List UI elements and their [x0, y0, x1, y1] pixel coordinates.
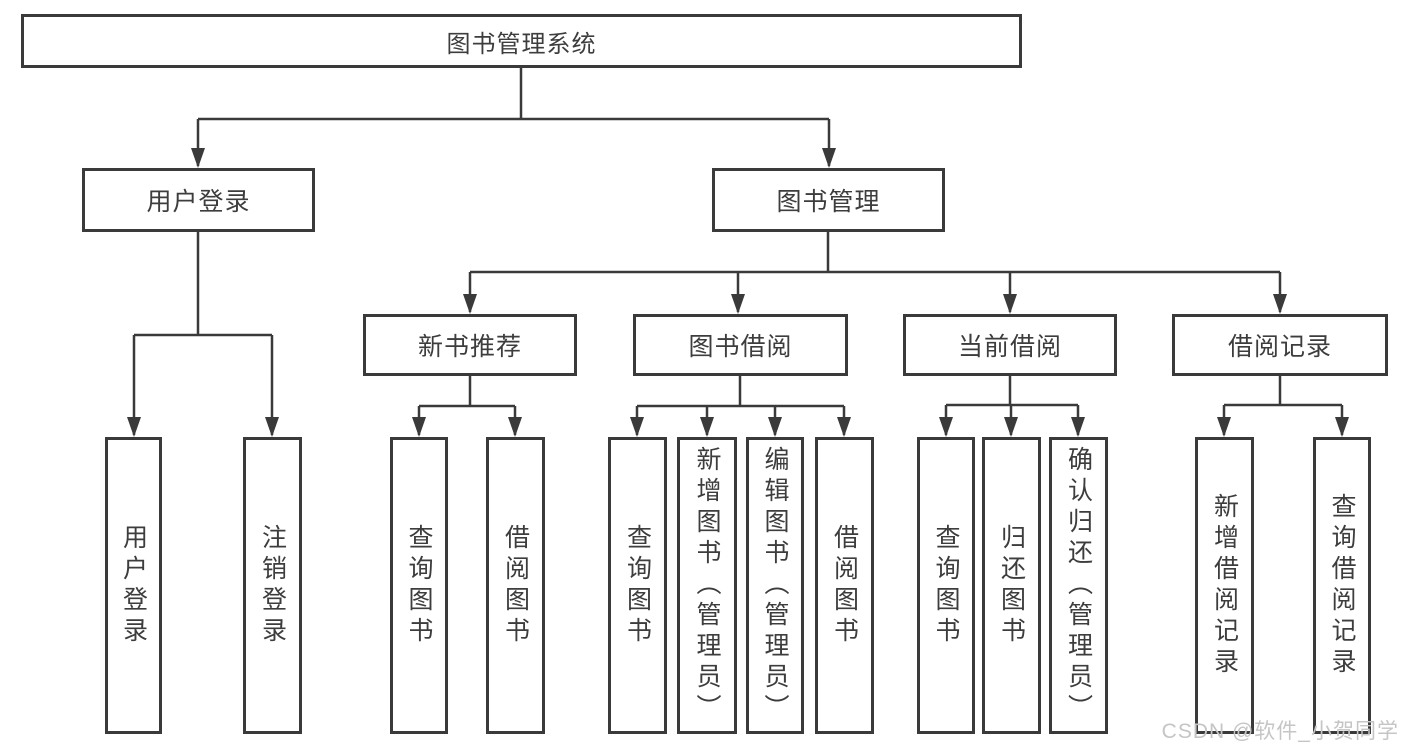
leaf-add-book-admin-label: 新增图书（管理员）	[693, 446, 721, 725]
node-borrow-records: 借阅记录	[1172, 314, 1388, 376]
watermark: CSDN @软件_小贺同学	[1161, 720, 1399, 743]
leaf-return-books: 归还图书	[982, 437, 1041, 734]
node-book-borrow-label: 图书借阅	[688, 333, 793, 361]
leaf-query-borrow-record-label: 查询借阅记录	[1328, 492, 1356, 679]
leaf-query-borrow-record: 查询借阅记录	[1313, 437, 1371, 734]
node-borrow-records-label: 借阅记录	[1227, 333, 1332, 361]
leaf-borrow-borrow-books: 借阅图书	[815, 437, 874, 734]
leaf-recommend-borrow-books: 借阅图书	[486, 437, 545, 734]
leaf-add-book-admin: 新增图书（管理员）	[677, 437, 737, 734]
leaf-recommend-query-books: 查询图书	[390, 437, 448, 734]
node-current-borrow-label: 当前借阅	[957, 333, 1062, 361]
connector-rails	[134, 68, 1342, 408]
leaf-user-login: 用户登录	[105, 437, 162, 734]
leaf-logout: 注销登录	[243, 437, 302, 734]
leaf-recommend-query-books-label: 查询图书	[405, 523, 433, 648]
leaf-add-borrow-record: 新增借阅记录	[1195, 437, 1254, 734]
leaf-borrow-query-books-label: 查询图书	[623, 523, 652, 648]
node-new-book-recommend-label: 新书推荐	[417, 333, 522, 361]
node-book-management: 图书管理	[712, 168, 945, 232]
leaf-edit-book-admin-label: 编辑图书（管理员）	[761, 446, 789, 725]
leaf-recommend-borrow-books-label: 借阅图书	[501, 523, 530, 648]
node-user-login-branch-label: 用户登录	[146, 188, 251, 216]
node-book-borrow: 图书借阅	[633, 314, 848, 376]
leaf-add-borrow-record-label: 新增借阅记录	[1210, 492, 1239, 679]
leaf-edit-book-admin: 编辑图书（管理员）	[746, 437, 804, 734]
leaf-logout-label: 注销登录	[258, 523, 287, 648]
leaf-borrow-borrow-books-label: 借阅图书	[830, 523, 859, 648]
node-new-book-recommend: 新书推荐	[363, 314, 577, 376]
leaf-current-query-books: 查询图书	[917, 437, 975, 734]
node-book-management-label: 图书管理	[776, 188, 881, 216]
leaf-return-books-label: 归还图书	[997, 523, 1026, 648]
leaf-confirm-return-admin-label: 确认归还（管理员）	[1064, 446, 1093, 725]
leaf-current-query-books-label: 查询图书	[932, 523, 960, 648]
leaf-confirm-return-admin: 确认归还（管理员）	[1049, 437, 1108, 734]
leaf-user-login-label: 用户登录	[119, 523, 148, 648]
node-user-login-branch: 用户登录	[82, 168, 315, 232]
node-root: 图书管理系统	[21, 14, 1022, 68]
node-current-borrow: 当前借阅	[903, 314, 1117, 376]
node-root-label: 图书管理系统	[446, 30, 597, 58]
leaf-borrow-query-books: 查询图书	[608, 437, 667, 734]
